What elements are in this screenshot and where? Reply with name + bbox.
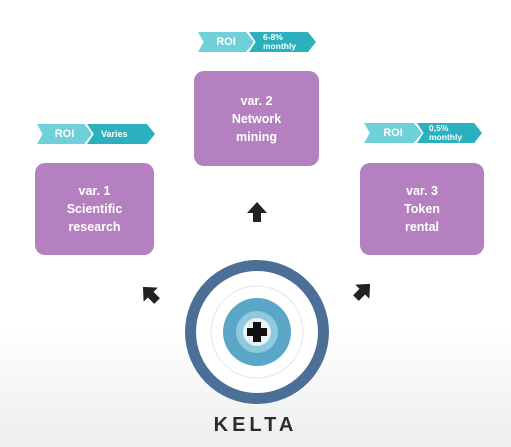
card-line-1: var. 1 [78, 184, 111, 198]
card-line-2: Scientific [66, 202, 123, 216]
arrow-up-right-icon [353, 283, 371, 301]
arrow-up-left-icon [142, 286, 160, 304]
roi-tag-left: ROI Varies [37, 124, 155, 144]
card-line-1: var. 3 [406, 184, 438, 198]
roi-tag-right: ROI 0,5% monthly [364, 123, 482, 143]
card-line-2: Network [231, 111, 282, 126]
roi-value-line-1: 6-8% [263, 32, 283, 42]
roi-value-line-2: monthly [263, 41, 297, 51]
card-var2: var. 2 Network mining [194, 71, 319, 166]
card-line-3: rental [404, 220, 440, 234]
card-line-2: Token [404, 202, 440, 216]
roi-label: ROI [198, 32, 254, 52]
card-line-1: var. 2 [240, 93, 273, 108]
roi-value-text: Varies [101, 129, 128, 139]
roi-value-line-2: monthly [429, 132, 463, 142]
kelta-logo-icon [185, 260, 329, 404]
roi-label: ROI [364, 123, 422, 143]
arrow-up-icon [247, 202, 267, 222]
roi-value: Varies [87, 124, 155, 144]
roi-value: 6-8% monthly [249, 32, 316, 52]
card-var1: var. 1 Scientific research [35, 163, 154, 255]
card-line-3: mining [236, 129, 277, 144]
logo-text: KELTA [213, 414, 298, 436]
roi-tag-center: ROI 6-8% monthly [198, 32, 316, 52]
card-var3: var. 3 Token rental [360, 163, 484, 255]
card-line-3: research [68, 220, 121, 234]
roi-label: ROI [37, 124, 92, 144]
roi-value: 0,5% monthly [417, 123, 482, 143]
roi-value-line-1: 0,5% [429, 123, 449, 133]
